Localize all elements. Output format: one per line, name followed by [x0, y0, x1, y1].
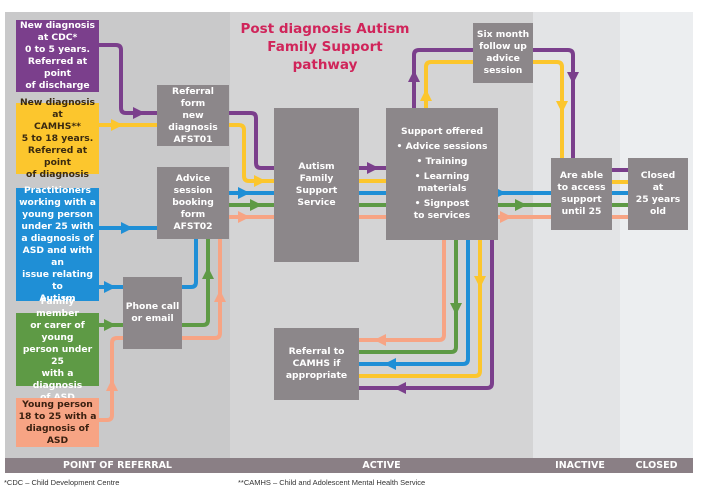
source-practitioners: Practitioners working with a young perso… [16, 185, 99, 304]
referral-form-afst01: Referral form new diagnosis AFST01 [157, 85, 229, 146]
connector-orange [182, 239, 222, 340]
closed-at-25: Closed at 25 years old [628, 158, 688, 230]
stage-label-active: ACTIVE [362, 460, 401, 471]
source-young-person-text: Young person 18 to 25 with a diagnosis o… [18, 398, 97, 446]
connector-purple [412, 48, 473, 108]
footnote-camhs: **CAMHS – Child and Adolescent Mental He… [238, 478, 426, 487]
arrow-icon [408, 70, 420, 82]
arrow-icon [111, 119, 123, 131]
connector-orange [359, 240, 446, 342]
arrow-icon [238, 211, 250, 223]
arrow-icon [104, 319, 116, 331]
arrow-icon [450, 303, 462, 315]
connector-yellow [424, 60, 473, 108]
connector-blue [182, 239, 198, 289]
connector-purple [229, 111, 274, 170]
source-camhs-text: New diagnosis at CAMHS** 5 to 18 years. … [19, 96, 96, 180]
arrow-icon [133, 107, 145, 119]
arrow-icon [250, 199, 262, 211]
referral-to-camhs: Referral to CAMHS if appropriate [274, 328, 359, 400]
support-item: • Training [416, 156, 468, 167]
advice-booking-afst02: Advice session booking form AFST02 [157, 167, 229, 239]
referral-form-text: Referral form new diagnosis AFST01 [168, 85, 218, 145]
connector-orange [99, 336, 123, 422]
support-offered: Support offered • Advice sessions • Trai… [386, 108, 498, 240]
support-item: • Learning materials [414, 171, 470, 194]
connector-blue [359, 240, 470, 366]
arrow-icon [515, 199, 527, 211]
arrow-icon [254, 175, 266, 187]
autism-family-support-service: Autism Family Support Service [274, 108, 359, 262]
connector-green [359, 240, 458, 354]
arrow-icon [567, 72, 579, 84]
stage-column-inactive [533, 12, 620, 458]
arrow-icon [474, 276, 486, 288]
connector-yellow [533, 60, 564, 158]
arrow-icon [500, 211, 512, 223]
source-cdc-text: New diagnosis at CDC* 0 to 5 years. Refe… [19, 20, 96, 91]
support-item: • Advice sessions [396, 141, 488, 152]
phone-text: Phone call or email [125, 301, 180, 324]
six-month-text: Six month follow up advice session [476, 29, 530, 76]
stage-label-closed: CLOSED [635, 460, 678, 471]
arrow-icon [104, 281, 116, 293]
source-family-text: Family member or carer of young person u… [22, 295, 93, 403]
stage-label-point-of-referral: POINT OF REFERRAL [62, 460, 172, 471]
arrow-icon [367, 162, 379, 174]
source-family: Family member or carer of young person u… [16, 296, 99, 403]
arrow-icon [202, 267, 214, 279]
phone-or-email: Phone call or email [123, 277, 182, 349]
stage-label-inactive: INACTIVE [555, 460, 605, 471]
arrow-icon [384, 358, 396, 370]
connector-yellow [229, 123, 274, 183]
closed-text: Closed at 25 years old [635, 170, 681, 217]
source-young-person: Young person 18 to 25 with a diagnosis o… [16, 398, 99, 447]
connector-purple [359, 240, 494, 390]
arrow-icon [420, 89, 432, 101]
stage-column-closed [620, 12, 693, 458]
connector-purple [99, 43, 157, 115]
connector-purple [533, 48, 575, 158]
connector-green [182, 239, 210, 327]
arrow-icon [214, 290, 226, 302]
support-item: • Signpost to services [413, 198, 471, 221]
source-practitioners-text: Practitioners working with a young perso… [19, 184, 96, 304]
support-offered-heading: Support offered [400, 126, 484, 137]
access-support-text: Are able to access support until 25 [557, 170, 606, 217]
advice-booking-text: Advice session booking form AFST02 [172, 173, 214, 232]
arrow-icon [556, 101, 568, 113]
arrow-icon [238, 187, 250, 199]
afss-text: Autism Family Support Service [295, 161, 338, 208]
arrow-icon [374, 334, 386, 346]
arrow-icon [106, 379, 118, 391]
source-camhs: New diagnosis at CAMHS** 5 to 18 years. … [16, 97, 99, 180]
referral-camhs-text: Referral to CAMHS if appropriate [285, 346, 348, 381]
source-cdc: New diagnosis at CDC* 0 to 5 years. Refe… [16, 20, 99, 92]
arrow-icon [394, 382, 406, 394]
access-support-until-25: Are able to access support until 25 [551, 158, 612, 230]
six-month-follow-up: Six month follow up advice session [473, 23, 533, 83]
stage-bar [5, 458, 693, 473]
connector-yellow [359, 240, 482, 378]
arrow-icon [121, 222, 133, 234]
footnote-cdc: *CDC – Child Development Centre [4, 478, 120, 487]
diagram-title: Post diagnosis Autism Family Support pat… [240, 21, 410, 73]
